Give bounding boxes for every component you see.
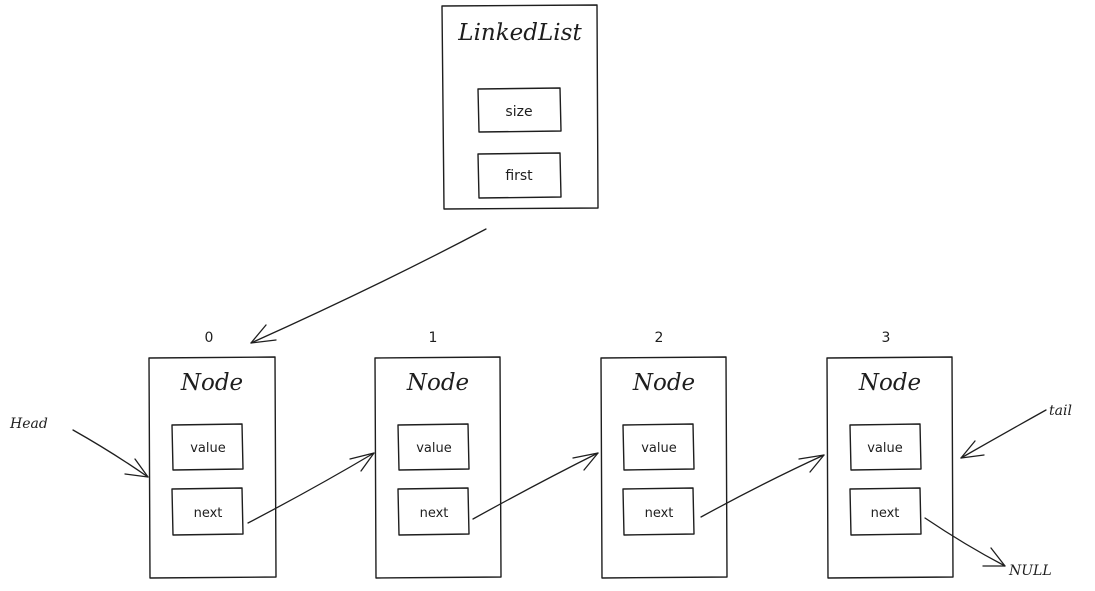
node-index-2: 2: [655, 330, 664, 346]
value-field-box: [622, 423, 695, 471]
value-field-label: value: [416, 441, 452, 456]
next-field-box: [171, 487, 244, 536]
null-label: NULL: [1008, 563, 1052, 579]
node-3: 3 Node value next: [826, 330, 954, 579]
head-pointer: Head: [9, 416, 149, 478]
first-field-box: [477, 152, 562, 199]
head-label: Head: [9, 416, 48, 432]
next-arrow-1-to-2: [472, 452, 599, 520]
next-field-label: next: [420, 506, 449, 521]
node-box: [600, 356, 728, 579]
node-2: 2 Node value next: [600, 330, 728, 579]
next-field-box: [849, 487, 922, 536]
node-box: [148, 356, 277, 579]
next-to-null-arrow: [924, 517, 1006, 567]
value-field-box: [171, 423, 244, 471]
node-box: [374, 356, 502, 579]
value-field-label: value: [867, 441, 903, 456]
next-field-label: next: [645, 506, 674, 521]
linked-list-box: [441, 4, 599, 210]
node-title: Node: [858, 370, 921, 396]
size-field-box: [477, 87, 562, 133]
next-field-box: [622, 487, 695, 536]
tail-label: tail: [1049, 403, 1072, 419]
value-field-label: value: [190, 441, 226, 456]
next-arrow-0-to-1: [247, 452, 375, 524]
node-index-3: 3: [882, 330, 891, 346]
next-field-label: next: [194, 506, 223, 521]
value-field-box: [397, 423, 470, 471]
linked-list-object: LinkedList size first: [441, 4, 599, 210]
node-index-0: 0: [205, 330, 214, 346]
value-field-label: value: [641, 441, 677, 456]
tail-pointer: tail: [960, 403, 1072, 459]
next-field-label: next: [871, 506, 900, 521]
next-arrow-2-to-3: [700, 454, 825, 518]
node-title: Node: [632, 370, 695, 396]
first-field-label: first: [505, 168, 533, 184]
linked-list-title: LinkedList: [457, 20, 582, 46]
node-box: [826, 356, 954, 579]
first-pointer-arrow: [250, 228, 487, 344]
node-title: Node: [406, 370, 469, 396]
value-field-box: [849, 423, 922, 471]
node-title: Node: [180, 370, 243, 396]
size-field-label: size: [505, 104, 532, 120]
node-index-1: 1: [429, 330, 438, 346]
next-field-box: [397, 487, 470, 536]
node-1: 1 Node value next: [374, 330, 502, 579]
node-0: 0 Node value next: [148, 330, 277, 579]
